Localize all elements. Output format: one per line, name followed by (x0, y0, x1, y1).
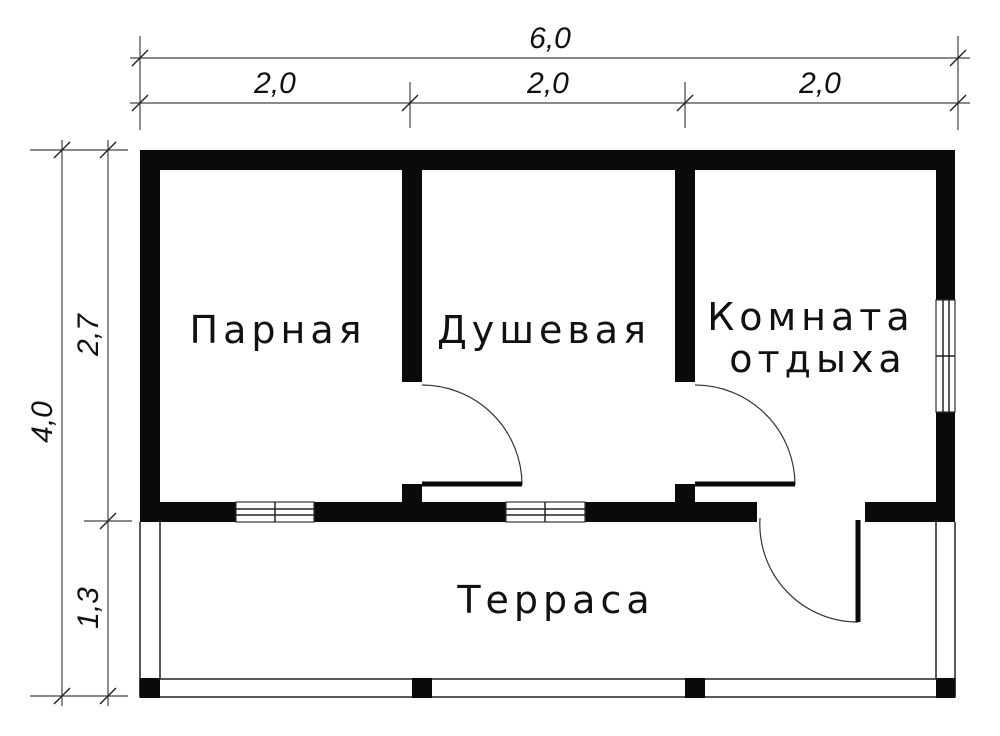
dim-label-total-depth: 4,0 (26, 401, 59, 443)
doors (421, 384, 861, 623)
partition-1 (402, 150, 422, 382)
wall-right-lower (936, 412, 955, 522)
windows (235, 299, 956, 523)
room-label-shower-room: Душевая (437, 308, 651, 352)
room-label-rest-room-line-1: Комната (707, 295, 914, 339)
door-rest-room (694, 384, 796, 487)
room-label-rest-room-line-2: отдыха (729, 337, 906, 381)
terrace-railing (139, 678, 956, 698)
window-steam-room (235, 501, 315, 523)
terrace-post-1 (140, 678, 160, 698)
terrace-post-2 (412, 678, 432, 698)
wall-top (140, 150, 955, 170)
room-label-steam-room: Парная (190, 308, 367, 352)
wall-bottom-seg-2 (314, 502, 506, 522)
dim-label-total-width: 6,0 (529, 22, 571, 55)
walls (140, 150, 955, 522)
partition-2 (675, 150, 695, 382)
door-entrance (759, 517, 861, 623)
dim-label-rooms-depth: 2,7 (72, 313, 105, 357)
top-dimensions: 6,0 2,0 2,0 2,0 (130, 22, 970, 130)
window-shower-room (505, 501, 586, 523)
wall-right-upper (936, 150, 955, 300)
door-steam-room (421, 384, 523, 487)
room-labels: Парная Душевая Комната отдыха Терраса (190, 295, 914, 622)
wall-bottom-seg-4 (865, 502, 955, 522)
window-rest-room (935, 299, 956, 413)
dim-label-segment-3: 2,0 (798, 67, 841, 100)
terrace (139, 522, 956, 698)
left-dimensions: 4,0 2,7 1,3 (26, 140, 132, 706)
wall-bottom-seg-1 (140, 502, 236, 522)
terrace-post-3 (685, 678, 705, 698)
wall-left (140, 150, 160, 522)
dim-label-segment-1: 2,0 (253, 67, 296, 100)
wall-bottom-seg-3 (585, 502, 757, 522)
dim-label-segment-2: 2,0 (526, 67, 569, 100)
dim-label-terrace-depth: 1,3 (72, 587, 105, 629)
room-label-terrace: Терраса (456, 578, 654, 622)
terrace-post-4 (936, 678, 955, 698)
